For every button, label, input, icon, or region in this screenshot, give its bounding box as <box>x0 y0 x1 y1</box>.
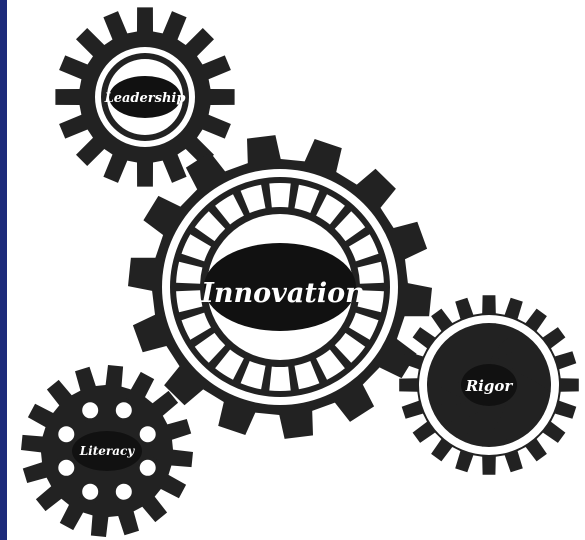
leadership-gear-teeth <box>55 7 235 187</box>
leadership-gear-hub <box>109 76 181 118</box>
rigor-gear: Rigor <box>399 295 579 475</box>
rigor-gear-blade <box>515 385 542 434</box>
leadership-gear: Leadership <box>55 7 235 187</box>
literacy-gear-hole <box>135 455 160 480</box>
rigor-gear-blade <box>436 336 463 385</box>
literacy-gear-hub <box>72 431 142 471</box>
rigor-gear-blades <box>427 323 551 447</box>
rigor-gear-blade <box>467 323 497 371</box>
literacy-gear-hole <box>78 398 103 423</box>
innovation-gear-label: Innovation <box>200 278 364 309</box>
literacy-gear-hole <box>111 398 136 423</box>
literacy-gear-hole <box>78 479 103 504</box>
innovation-gear: Innovation <box>128 135 432 439</box>
rigor-gear-hub <box>461 364 517 406</box>
literacy-gear-hole <box>54 422 79 447</box>
innovation-gear-hub <box>204 243 356 331</box>
left-border <box>0 0 7 540</box>
literacy-gear-hole <box>135 422 160 447</box>
literacy-gear-holes <box>54 398 160 504</box>
literacy-gear: Literacy <box>21 365 193 537</box>
literacy-gear-label: Literacy <box>79 444 136 458</box>
rigor-gear-label: Rigor <box>465 377 514 395</box>
innovation-gear-window-ring <box>170 177 390 397</box>
rigor-gear-blade <box>489 332 538 365</box>
rigor-gear-blade <box>440 405 489 438</box>
literacy-gear-hole <box>54 455 79 480</box>
literacy-gear-hole <box>111 479 136 504</box>
leadership-gear-label: Leadership <box>104 91 186 106</box>
rigor-gear-blade <box>427 377 471 406</box>
rigor-gear-blade <box>507 364 551 393</box>
rigor-gear-blade <box>481 399 511 447</box>
